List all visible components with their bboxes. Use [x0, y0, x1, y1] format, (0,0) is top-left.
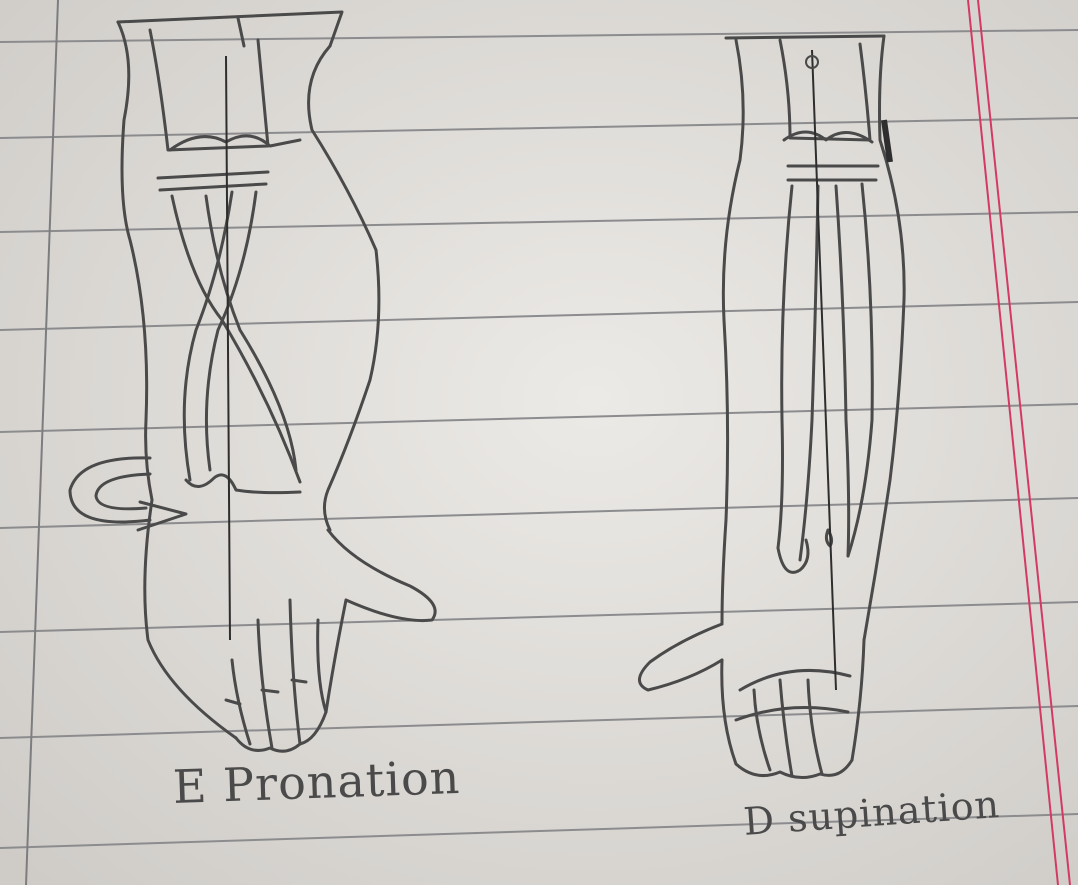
pronation-caption: E Pronation — [172, 750, 461, 814]
